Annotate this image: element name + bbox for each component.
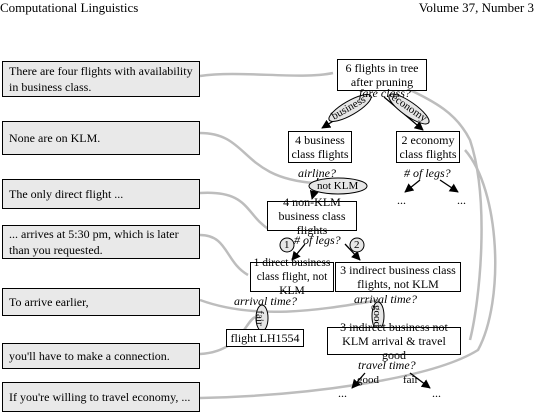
node-root: 6 flights in tree after pruning [337,59,427,91]
node-business: 4 business class flights [288,131,352,163]
edge-label-travel-fair: fair [403,374,419,386]
link-4 [199,233,249,277]
edge-legs-2 [344,243,361,261]
travel-ellipsis-right: ... [432,386,441,400]
edge-eco-2 [439,179,459,193]
economy-ellipsis-left: ... [397,193,406,207]
question-airline: airline? [298,166,336,180]
economy-ellipsis-right: ... [457,193,466,207]
edge-label-not-klm: not KLM [317,180,359,192]
link-1 [199,71,334,78]
travel-ellipsis-left: ... [338,386,347,400]
node-indirect: 3 indirect business class flights, not K… [335,262,461,292]
link-5 [199,298,381,314]
utterance-2: None are on KLM. [2,121,200,155]
utterance-7: If you're willing to travel economy, ... [2,382,200,412]
utterance-6: you'll have to make a connection. [2,343,200,369]
node-economy: 2 economy class flights [396,131,460,163]
oval-economy [388,93,430,125]
question-legs: # of legs? [294,233,341,247]
question-arrival-direct: arrival time? [234,294,297,308]
question-legs-economy: # of legs? [404,166,451,180]
edge-eco-1 [404,179,421,193]
node-non-klm: 4 non-KLM business class flights [267,195,357,237]
utterance-4: ... arrives at 5:30 pm, which is later t… [2,225,200,259]
utterance-5: To arrive earlier, [2,288,200,316]
link-2 [199,131,316,185]
node-flight-lh1554: flight LH1554 [226,329,304,347]
oval-2 [349,237,365,253]
utterance-links [199,71,497,400]
edge-label-2: 2 [354,239,360,251]
edge-travel-good [351,372,366,389]
edge-travel-fair [409,372,431,389]
journal-name: Computational Linguistics [0,0,139,15]
edge-label-travel-good: good [357,374,379,386]
question-fare-class: fare class? [359,86,411,100]
volume-info: Volume 37, Number 3 [418,0,534,15]
node-direct: 1 direct business class flight, not KLM [250,257,334,297]
node-good: 3 indirect business not KLM arrival & tr… [327,320,461,362]
question-arrival-indirect: arrival time? [354,292,417,306]
edge-legs-1 [291,243,306,261]
oval-1 [279,237,295,253]
link-3 [199,191,271,232]
utterance-1: There are four flights with availability… [2,61,200,97]
utterance-3: The only direct flight ... [2,179,200,209]
edge-label-fair: fair [253,310,266,326]
oval-notklm [308,177,368,195]
edge-label-1: 1 [284,239,290,251]
oval-business [328,94,372,122]
question-travel-time: travel time? [358,358,416,372]
link-root-arc [399,83,483,341]
link-7 [199,149,497,400]
